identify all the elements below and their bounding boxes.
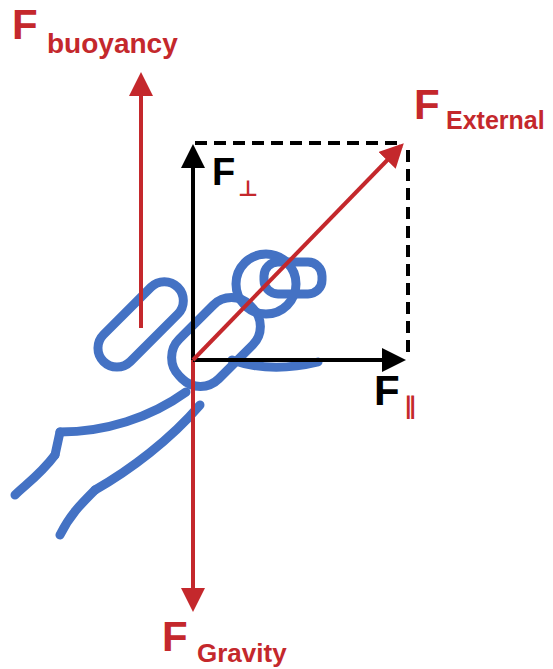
perpendicular-arrow — [191, 148, 195, 360]
force-subscript: External — [446, 108, 545, 133]
force-symbol: F — [212, 153, 235, 191]
parallel-arrow — [193, 358, 402, 362]
force-subscript: buoyancy — [47, 30, 178, 58]
force-symbol: F — [374, 370, 400, 412]
force-subscript: ⊥ — [238, 178, 258, 200]
force-symbol: F — [12, 4, 38, 46]
diver-figure — [15, 254, 322, 535]
force-symbol: F — [162, 616, 188, 658]
external-arrow — [193, 146, 401, 360]
dashed-line — [195, 141, 400, 145]
force-subscript: Gravity — [197, 640, 287, 666]
dashed-line — [406, 150, 410, 358]
force-subscript: ∥ — [404, 394, 416, 418]
force-symbol: F — [414, 84, 440, 126]
buoyancy-arrow — [139, 76, 143, 328]
